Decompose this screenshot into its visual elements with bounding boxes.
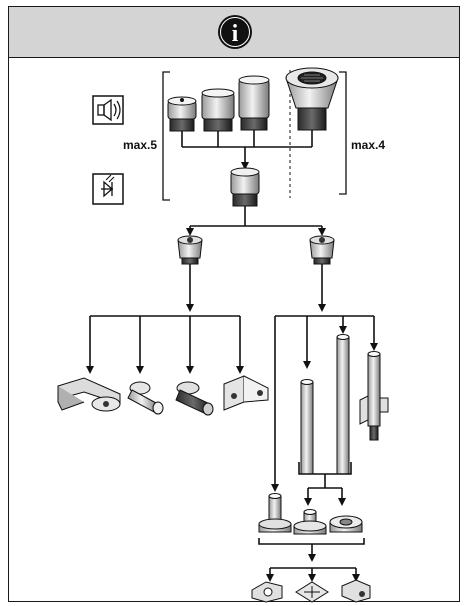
tube-short [300,379,314,475]
wall-bracket-mount [57,377,121,412]
led-icon [92,173,124,205]
tube-base-flange [293,509,327,535]
top-connector-lines [181,130,313,170]
max-4-label: max.4 [351,138,385,152]
adapter-right [309,235,335,265]
angle-bracket-mount [223,375,269,411]
angle-tube-mount [175,381,214,416]
tube-base-plate [329,515,363,533]
adapter-left [177,235,203,265]
base-module [230,167,260,207]
tube-bracket-lines [298,462,352,506]
info-icon-glyph: i [232,21,239,47]
adapter-connector-lines [86,264,378,492]
bottom-wall-bracket [251,581,283,603]
tube-mount-adapter [127,381,164,415]
base-connector-lines [186,206,326,236]
tube-long [336,334,350,475]
module-light-2 [238,75,270,131]
bottom-floor-plate [295,581,329,603]
speaker-icon [92,95,124,125]
bottom-angle-bracket [341,579,371,603]
tube-with-clamp [359,351,389,441]
module-bracket-right [339,71,347,195]
module-buzzer [167,96,197,132]
base-connector-bottom [258,538,365,582]
module-bracket-left [162,71,170,201]
module-light-1 [201,88,235,132]
tube-base-with-pole [258,493,292,533]
max-5-label: max.5 [123,138,157,152]
info-icon: i [218,15,252,49]
module-siren [285,67,339,131]
